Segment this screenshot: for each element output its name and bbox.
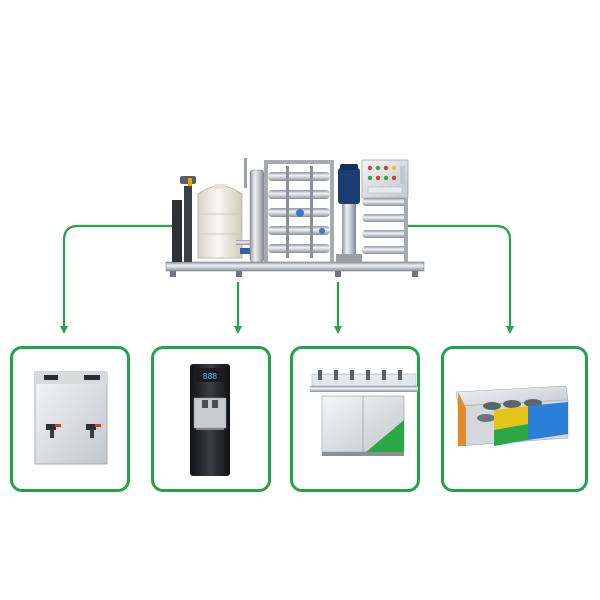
dispenser-display: 888	[203, 372, 218, 381]
connector-to-boiler	[60, 224, 176, 334]
storage-tank	[197, 184, 243, 259]
connectors	[60, 224, 514, 334]
connector-to-kitchen	[404, 224, 514, 334]
ro-water-treatment-system	[165, 158, 425, 277]
high-pressure-pump	[336, 164, 362, 262]
control-panel	[361, 159, 409, 199]
wall-mounted-water-boiler	[34, 371, 108, 465]
drinking-fountain-cabinet	[310, 370, 418, 456]
kitchen-appliance-island	[455, 385, 569, 447]
output-frame-boiler	[10, 346, 130, 492]
standing-water-dispenser: 888	[190, 364, 230, 476]
